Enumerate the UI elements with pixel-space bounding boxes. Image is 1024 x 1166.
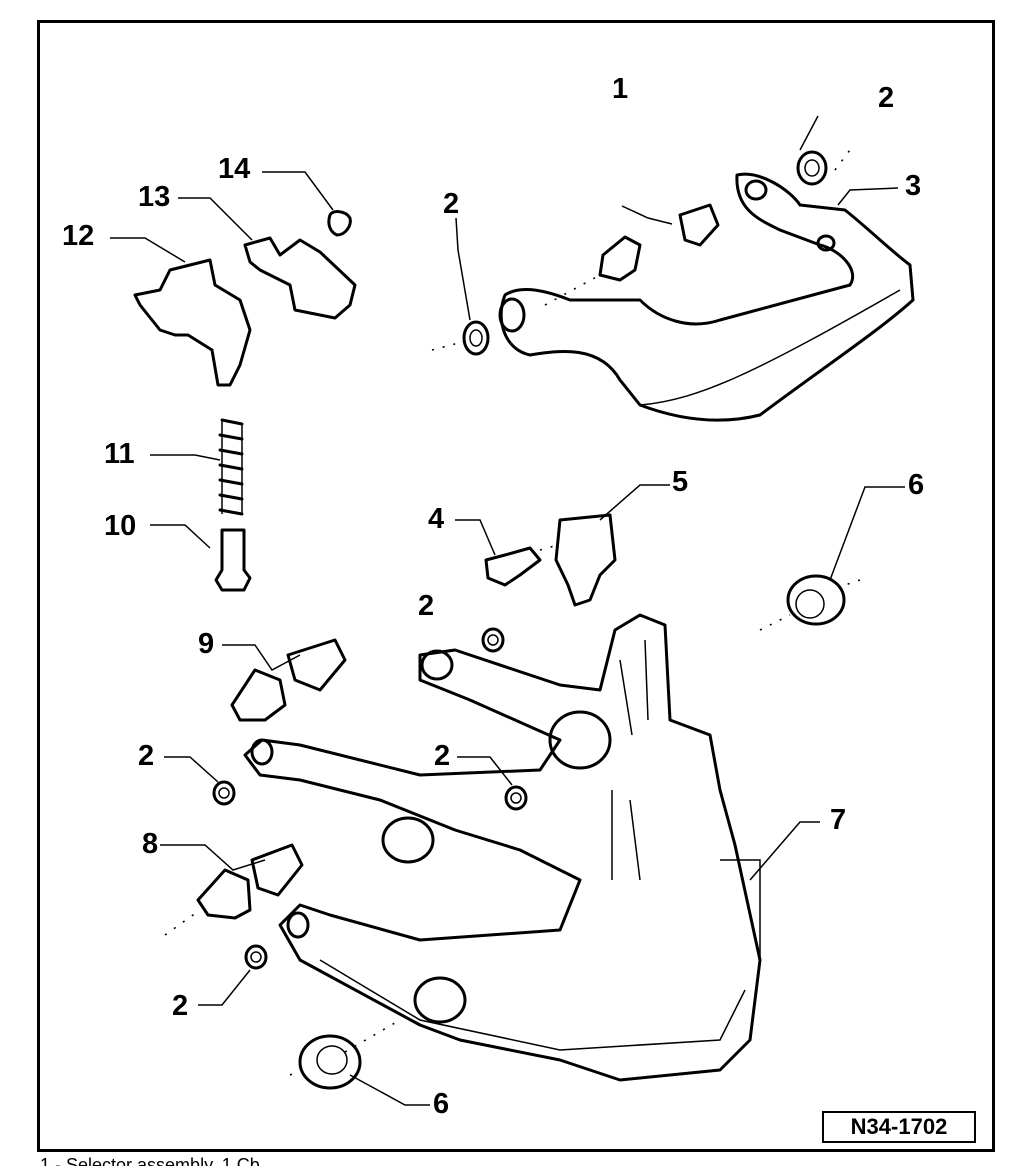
callout-12: 12	[62, 220, 95, 252]
plunger	[214, 528, 252, 592]
selector-housing	[243, 613, 762, 1082]
callout-2a: 2	[878, 82, 895, 114]
bushings	[298, 574, 846, 1090]
selector-forks	[133, 210, 357, 387]
callout-5: 5	[672, 466, 689, 498]
callout-4: 4	[428, 503, 445, 535]
leader-lines	[110, 115, 905, 1106]
callout-9: 9	[198, 628, 215, 660]
callout-14: 14	[218, 153, 251, 185]
callout-13: 13	[138, 181, 171, 213]
upper-pin-set	[598, 203, 720, 282]
callout-8: 8	[142, 828, 159, 860]
callout-2b: 2	[443, 188, 460, 220]
bolt-and-bracket	[484, 513, 617, 607]
washers	[212, 150, 828, 970]
selector-bracket-upper	[498, 172, 915, 422]
callout-3: 3	[905, 170, 922, 202]
footer-text-fragment: 1 - Selector assembly, 1 Cb	[40, 1155, 260, 1166]
callout-2c: 2	[418, 590, 435, 622]
lower-pins	[196, 638, 347, 920]
figure-reference-code: N34-1702	[822, 1111, 976, 1143]
assembly-lines	[164, 149, 861, 1076]
callout-2f: 2	[172, 990, 189, 1022]
callout-1: 1	[612, 73, 629, 105]
callout-2e: 2	[434, 740, 451, 772]
callout-6b: 6	[433, 1088, 450, 1120]
callout-6a: 6	[908, 469, 925, 501]
callout-2d: 2	[138, 740, 155, 772]
spring	[218, 418, 244, 516]
callout-11: 11	[104, 438, 135, 470]
callout-7: 7	[830, 804, 847, 836]
callout-10: 10	[104, 510, 137, 542]
diagram-frame	[37, 20, 995, 1152]
